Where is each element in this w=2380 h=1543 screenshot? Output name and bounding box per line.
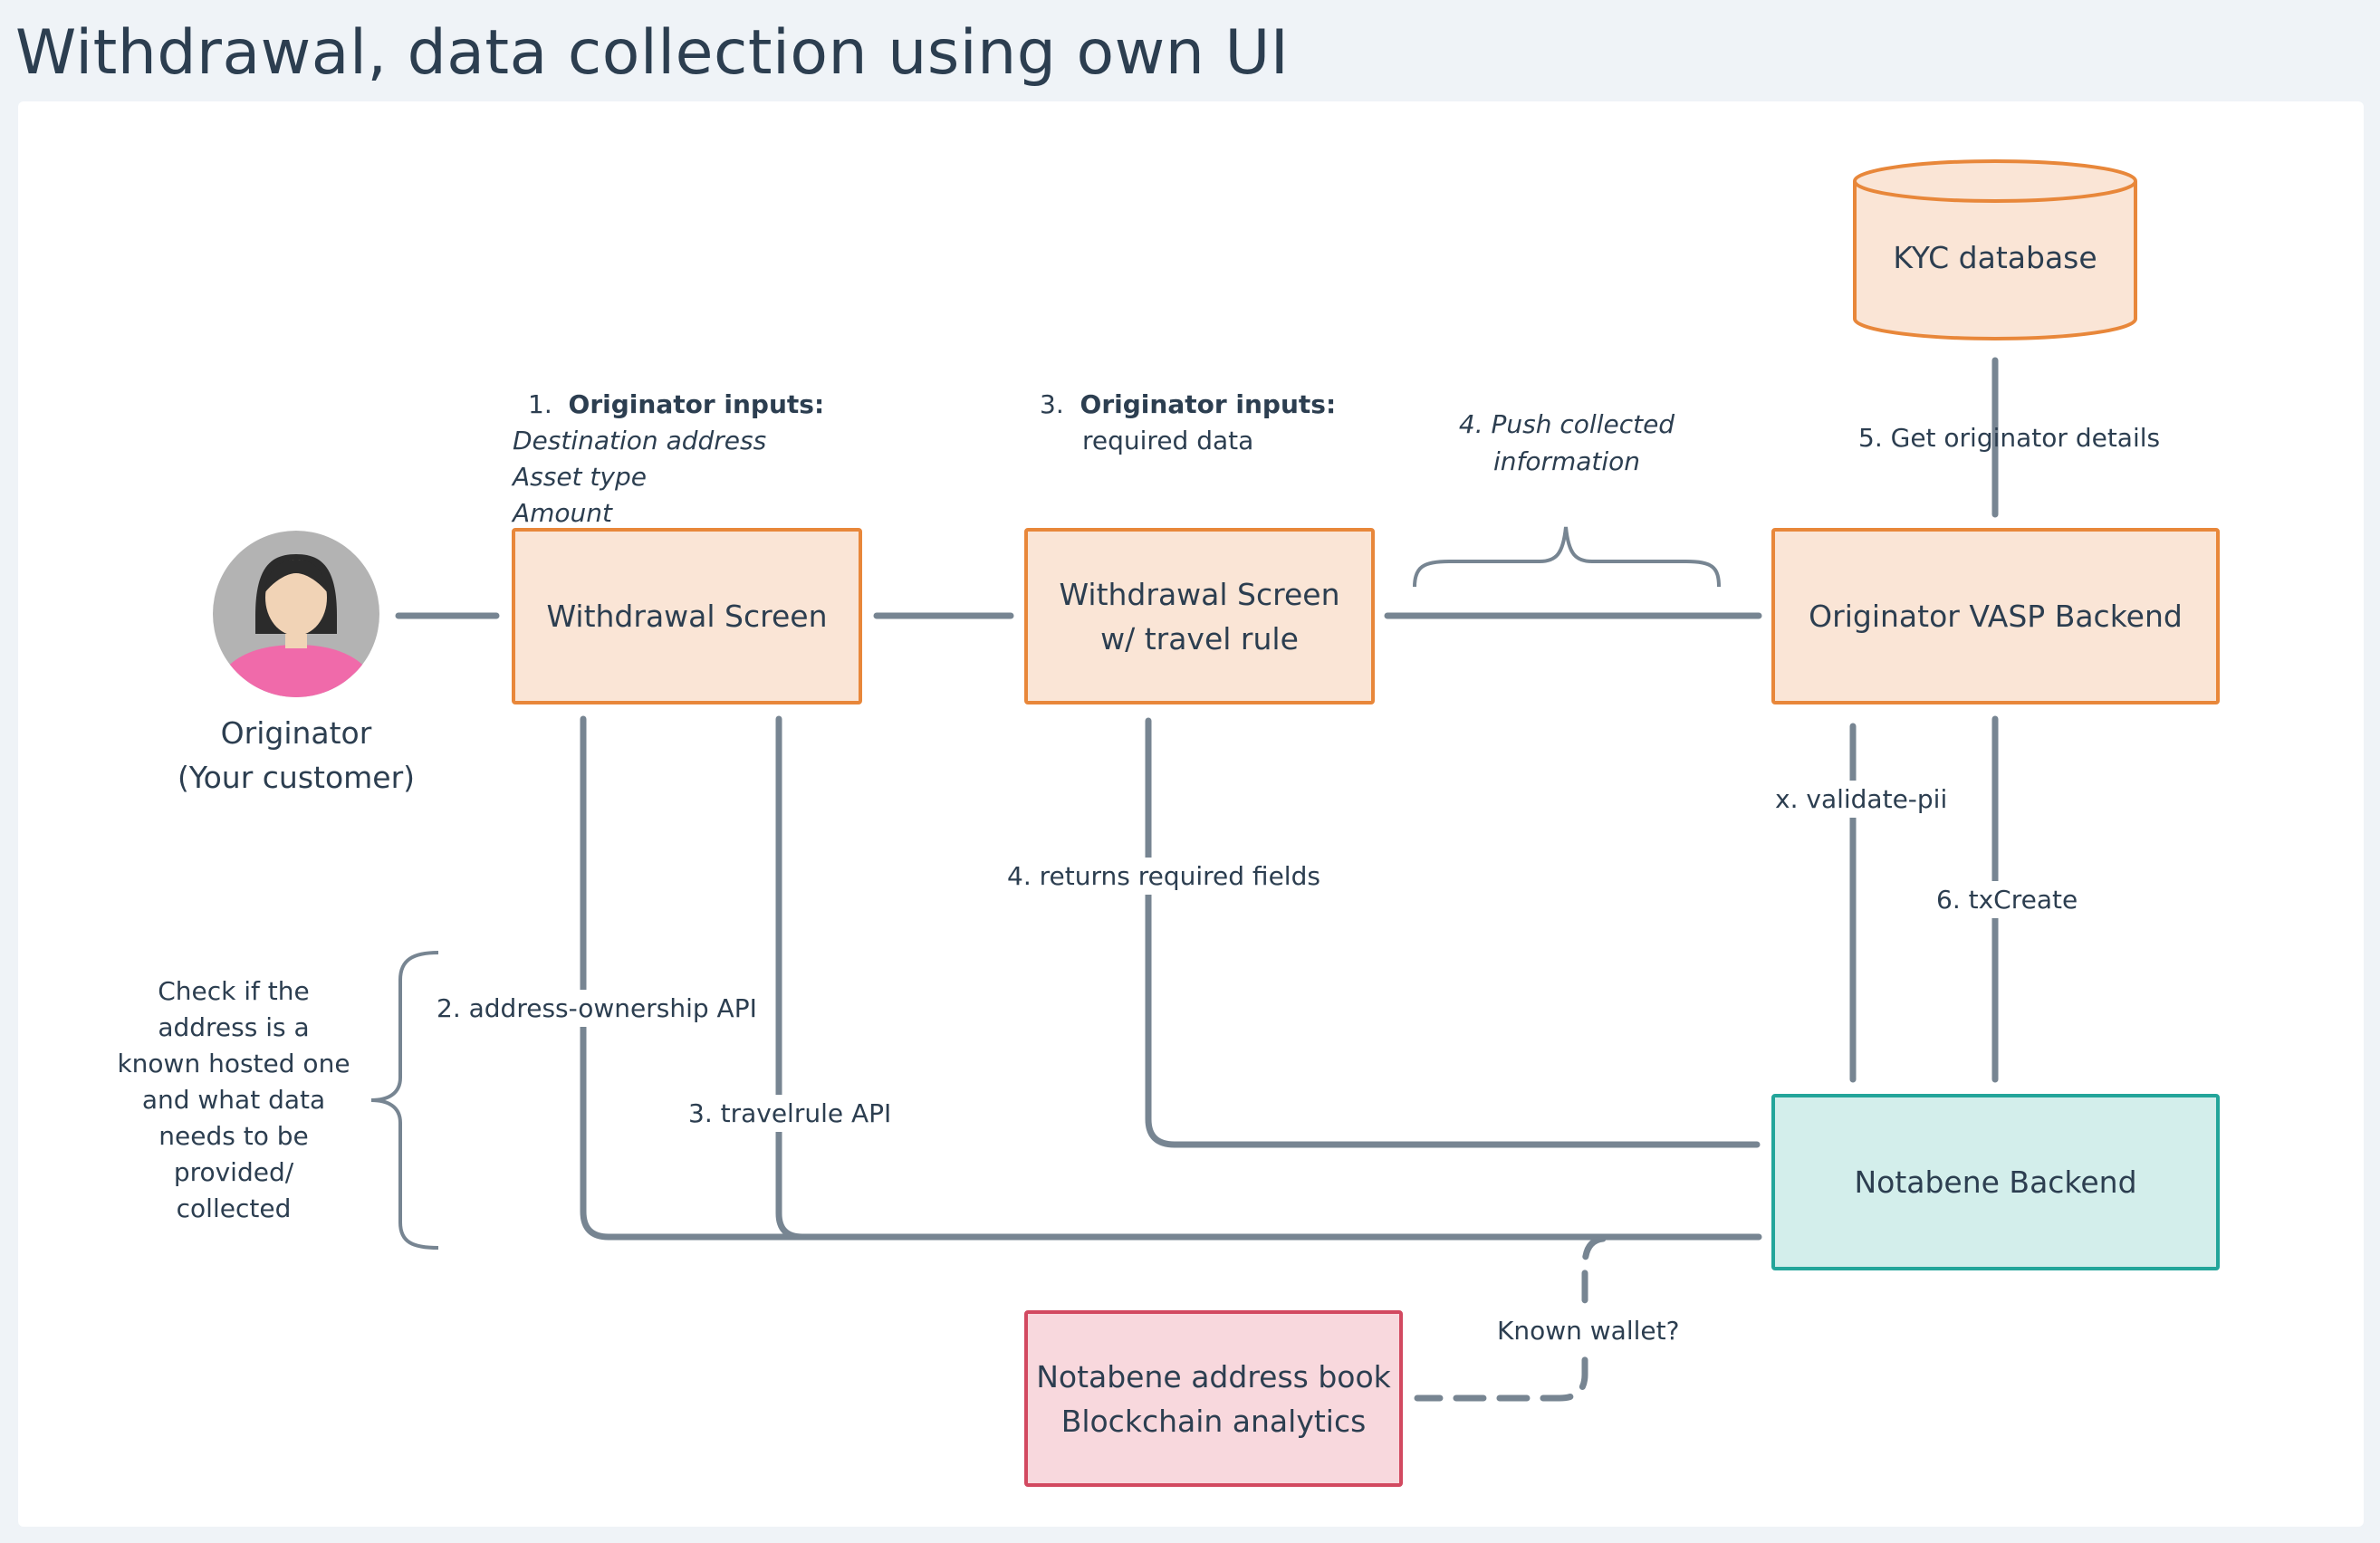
originator-avatar [213, 531, 379, 697]
originator-backend-box: Originator VASP Backend [1771, 528, 2220, 704]
arrow-travelrule-api [775, 715, 806, 1241]
returns-fields-label: 4. returns required fields [1003, 858, 1324, 895]
kyc-database-cylinder [1853, 159, 2137, 340]
step1-item-destination: Destination address [513, 426, 767, 455]
check-note-line: and what data [141, 1085, 326, 1115]
originator-caption: Originator (Your customer) [160, 711, 432, 800]
originator-subtitle: (Your customer) [177, 760, 416, 795]
check-note: Check if the address is a known hosted o… [107, 973, 360, 1227]
originator-backend-label: Originator VASP Backend [1809, 599, 2183, 634]
address-book-label-2: Blockchain analytics [1060, 1403, 1367, 1439]
check-note-line: provided/ [173, 1157, 294, 1187]
originator-name: Originator [220, 715, 372, 751]
check-note-line: collected [176, 1193, 292, 1223]
withdrawal-screen-label: Withdrawal Screen [546, 599, 828, 634]
check-note-line: known hosted one [117, 1049, 350, 1078]
arrow-known-wallet [1414, 1235, 1607, 1402]
step3-heading-text: Originator inputs: [1080, 389, 1337, 419]
step1-heading-text: Originator inputs: [568, 389, 825, 419]
check-note-line: address is a [158, 1012, 310, 1042]
address-book-box: Notabene address book Blockchain analyti… [1024, 1310, 1403, 1487]
arrow-returns-fields [1145, 717, 1761, 1148]
step1-item-amount: Amount [513, 498, 613, 528]
step1-number: 1. [528, 389, 552, 419]
step3-heading: 3. Originator inputs: [1040, 386, 1336, 423]
address-ownership-label: 2. address-ownership API [433, 990, 761, 1027]
address-book-label-1: Notabene address book [1036, 1358, 1391, 1394]
step1-item-asset: Asset type [513, 462, 647, 492]
check-note-line: needs to be [158, 1121, 309, 1151]
withdrawal-travel-label-2: w/ travel rule [1100, 620, 1299, 656]
kyc-database-label: KYC database [1893, 240, 2097, 275]
arrow-address-ownership [580, 715, 1762, 1241]
step3-detail: required data [1082, 426, 1254, 455]
withdrawal-travel-rule-box: Withdrawal Screen w/ travel rule [1024, 528, 1375, 704]
step3-number: 3. [1040, 389, 1064, 419]
check-note-line: Check if the [158, 976, 310, 1006]
step4-push-label: 4. Push collected information [1431, 406, 1703, 480]
notabene-backend-label: Notabene Backend [1854, 1164, 2137, 1200]
brace-push-info [1413, 526, 1721, 588]
withdrawal-screen-box: Withdrawal Screen [512, 528, 862, 704]
step1-heading: 1. Originator inputs: [528, 386, 824, 423]
validate-pii-label: x. validate-pii [1771, 781, 1952, 818]
travelrule-api-label: 3. travelrule API [685, 1095, 896, 1132]
page-title: Withdrawal, data collection using own UI [15, 17, 1290, 89]
known-wallet-label: Known wallet? [1493, 1312, 1684, 1349]
withdrawal-travel-label-1: Withdrawal Screen [1059, 576, 1340, 612]
notabene-backend-box: Notabene Backend [1771, 1094, 2220, 1270]
step4-push-line2: information [1492, 446, 1641, 476]
txcreate-label: 6. txCreate [1933, 881, 2082, 918]
brace-check-note [370, 951, 439, 1250]
step5-label: 5. Get originator details [1858, 423, 2161, 453]
step4-push-line1: 4. Push collected [1458, 409, 1675, 439]
